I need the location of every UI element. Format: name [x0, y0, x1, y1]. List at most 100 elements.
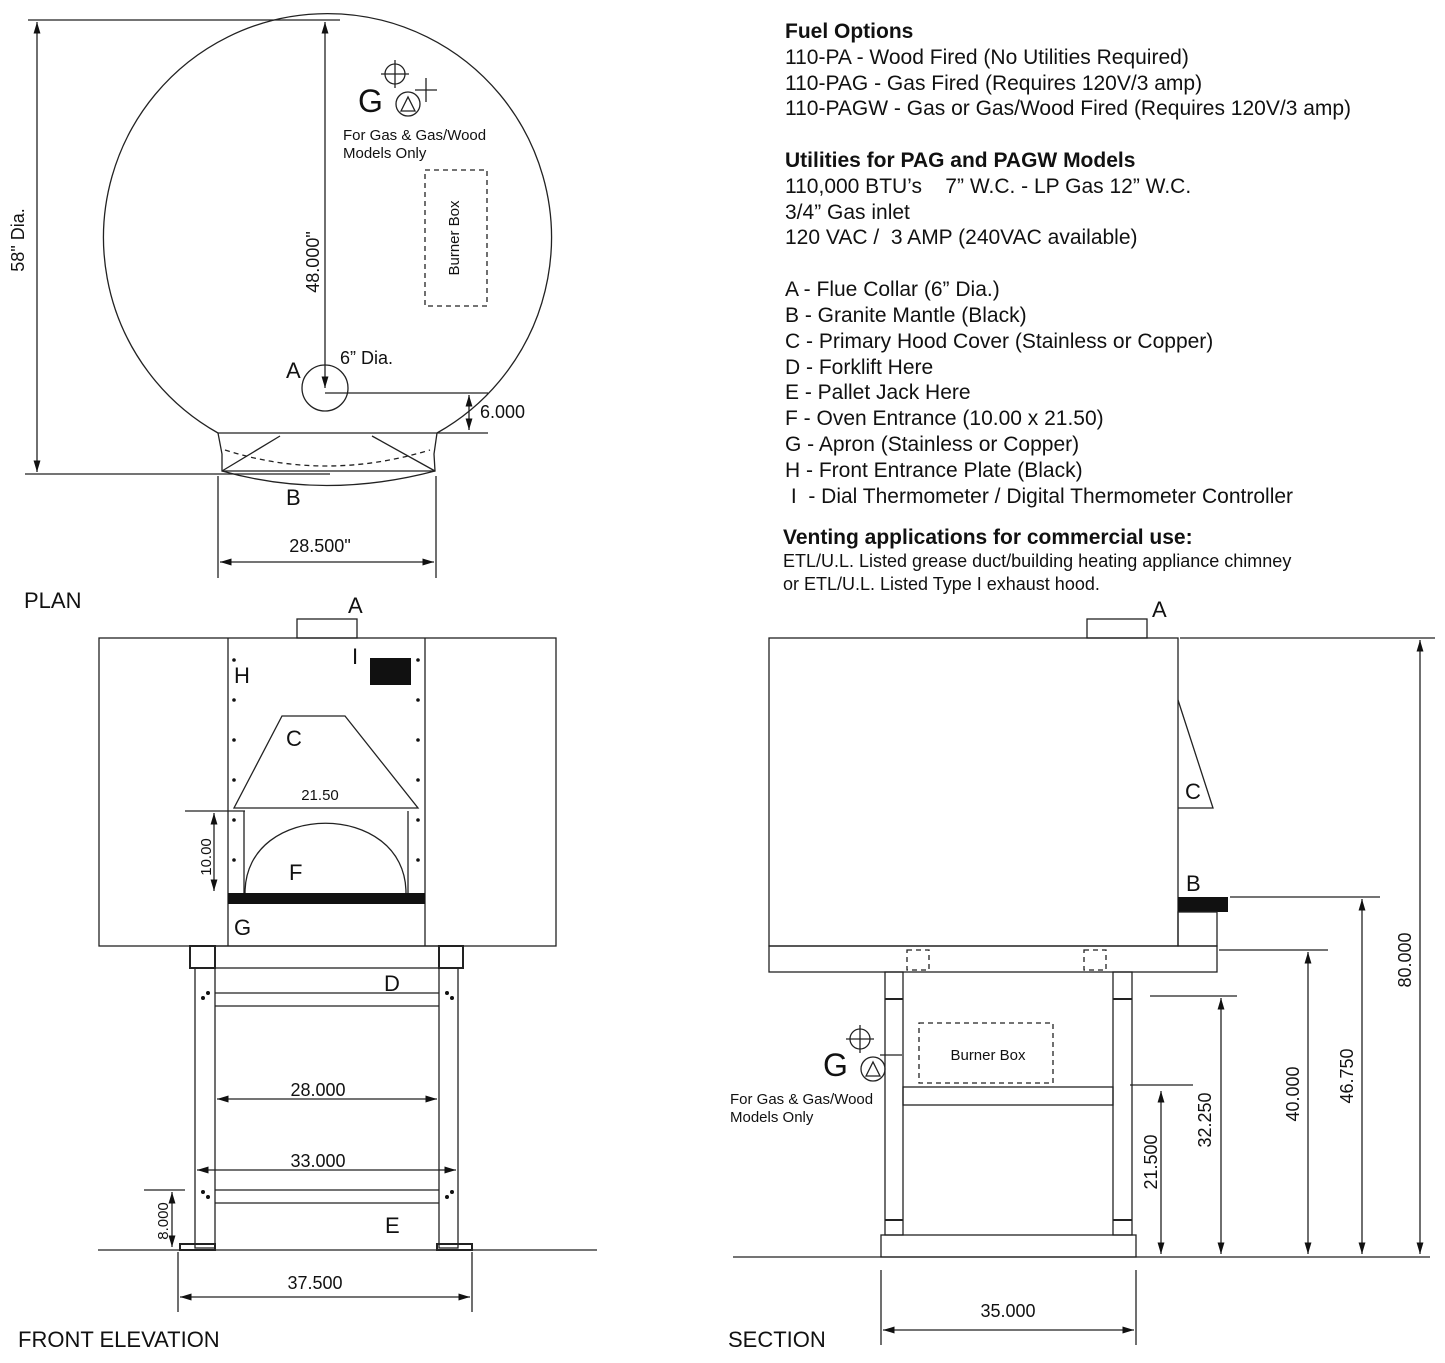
drawing-line [399, 95, 417, 112]
legend-item: B - Granite Mantle (Black) [785, 304, 1027, 327]
fuel-options-heading: Fuel Options [785, 20, 913, 43]
label-g: G [234, 915, 251, 940]
drawing-line [416, 818, 420, 822]
drawing-line [906, 949, 930, 971]
flue-collar [1086, 618, 1148, 639]
dim-80-label: 80.000 [1395, 932, 1415, 987]
flue-collar [296, 618, 358, 639]
legend-item: H - Front Entrance Plate (Black) [785, 459, 1083, 482]
drawing-line [395, 91, 421, 117]
label-a: A [1152, 597, 1167, 622]
venting-line: ETL/U.L. Listed grease duct/building hea… [783, 551, 1291, 571]
drawing-line [221, 470, 436, 487]
label-i: I [352, 644, 358, 669]
stand-base [880, 1234, 1137, 1258]
utility-item: 3/4” Gas inlet [785, 201, 910, 224]
gas-connection-icon: G [823, 1025, 902, 1083]
legend-item: F - Oven Entrance (10.00 x 21.50) [785, 407, 1104, 430]
drawing-line [232, 858, 236, 862]
dim-8-label: 8.000 [155, 1202, 172, 1240]
shelf [902, 1086, 1114, 1106]
apron-bar [228, 893, 425, 904]
drawing-line [232, 658, 236, 662]
label-h: H [234, 663, 250, 688]
stand-leg [884, 971, 904, 1236]
drawing-line [201, 996, 205, 1000]
burner-box [918, 1022, 1054, 1084]
burner-box-label: Burner Box [446, 200, 463, 276]
stand-top [189, 945, 464, 969]
drawing-line [179, 1243, 216, 1251]
spec-text: Fuel Options 110-PA - Wood Fired (No Uti… [783, 20, 1351, 594]
oven-entrance-arch [244, 822, 407, 894]
drawing-line [416, 658, 420, 662]
label-a: A [348, 593, 363, 618]
plan-title: PLAN [24, 588, 81, 613]
front-elevation-view: A H I C 21.50 F 10.00 G D 28.000 [18, 593, 597, 1352]
burner-box-label: Burner Box [950, 1047, 1026, 1064]
thermometer [370, 658, 411, 685]
gas-connection-icon: G [358, 60, 437, 119]
hood-cover [1177, 699, 1214, 809]
venting-line: or ETL/U.L. Listed Type I exhaust hood. [783, 574, 1100, 594]
section-title: SECTION [728, 1327, 826, 1352]
hood-cover [232, 715, 420, 809]
dim-40-label: 40.000 [1283, 1066, 1303, 1121]
drawing-line [445, 991, 449, 995]
fuel-option: 110-PA - Wood Fired (No Utilities Requir… [785, 46, 1189, 69]
plan-view: 58" Dia. 48.000" A 6” Dia. 6.000 B 28.50… [8, 13, 553, 613]
drawing-line [445, 1195, 449, 1199]
burner-box [424, 169, 488, 307]
depth-label: 48.000" [303, 231, 323, 292]
drawing-line [436, 1243, 473, 1251]
drawing-line [232, 778, 236, 782]
drawing-line [201, 1190, 205, 1194]
section-view: A C B Burner Box G For Gas & Gas/Wood Mo… [728, 597, 1435, 1352]
oven-body [768, 637, 1179, 947]
dim-21-label: 21.500 [1141, 1134, 1161, 1189]
drawing-line [224, 449, 431, 467]
drawing-line [232, 818, 236, 822]
dim-46-label: 46.750 [1337, 1048, 1357, 1103]
utility-item: 120 VAC / 3 AMP (240VAC available) [785, 226, 1138, 249]
fuel-option: 110-PAGW - Gas or Gas/Wood Fired (Requir… [785, 97, 1351, 120]
drawing-line [860, 1056, 886, 1082]
dia-label: 58" Dia. [8, 208, 28, 271]
flue-dia-label: 6” Dia. [340, 348, 393, 368]
drawing-line [206, 991, 210, 995]
width-label: 28.500" [289, 536, 350, 556]
drawing-line [864, 1060, 882, 1077]
drawing-line [438, 945, 464, 969]
flue-collar [301, 364, 349, 412]
dim-35-label: 35.000 [980, 1301, 1035, 1321]
utility-item: 110,000 BTU’s 7” W.C. - LP Gas 12” W.C. [785, 175, 1191, 198]
dim-33-label: 33.000 [290, 1151, 345, 1171]
drawing-line [416, 738, 420, 742]
label-g: G [823, 1047, 848, 1083]
offset-label: 6.000 [480, 402, 525, 422]
oven-dome-outline [102, 13, 553, 434]
legend-item: C - Primary Hood Cover (Stainless or Cop… [785, 330, 1213, 353]
drawing-line [416, 698, 420, 702]
venting-heading: Venting applications for commercial use: [783, 526, 1193, 549]
drawing-line [450, 996, 454, 1000]
label-b: B [286, 485, 301, 510]
drawing-line [1177, 911, 1218, 947]
gas-note: Models Only [343, 145, 427, 162]
drawing-line [206, 1195, 210, 1199]
label-c: C [1185, 779, 1201, 804]
drawing-line [232, 738, 236, 742]
label-a: A [286, 358, 301, 383]
apron [217, 432, 438, 472]
legend-item: G - Apron (Stainless or Copper) [785, 433, 1079, 456]
label-c: C [286, 726, 302, 751]
legend-item: E - Pallet Jack Here [785, 381, 971, 404]
drawing-line [450, 1190, 454, 1194]
gas-note: For Gas & Gas/Wood [343, 127, 486, 144]
drawing-line [221, 435, 281, 472]
drawing-line [1083, 949, 1107, 971]
stand-leg [438, 967, 459, 1249]
label-g: G [358, 83, 383, 119]
drawing-line [416, 778, 420, 782]
drawing-line [371, 435, 436, 472]
